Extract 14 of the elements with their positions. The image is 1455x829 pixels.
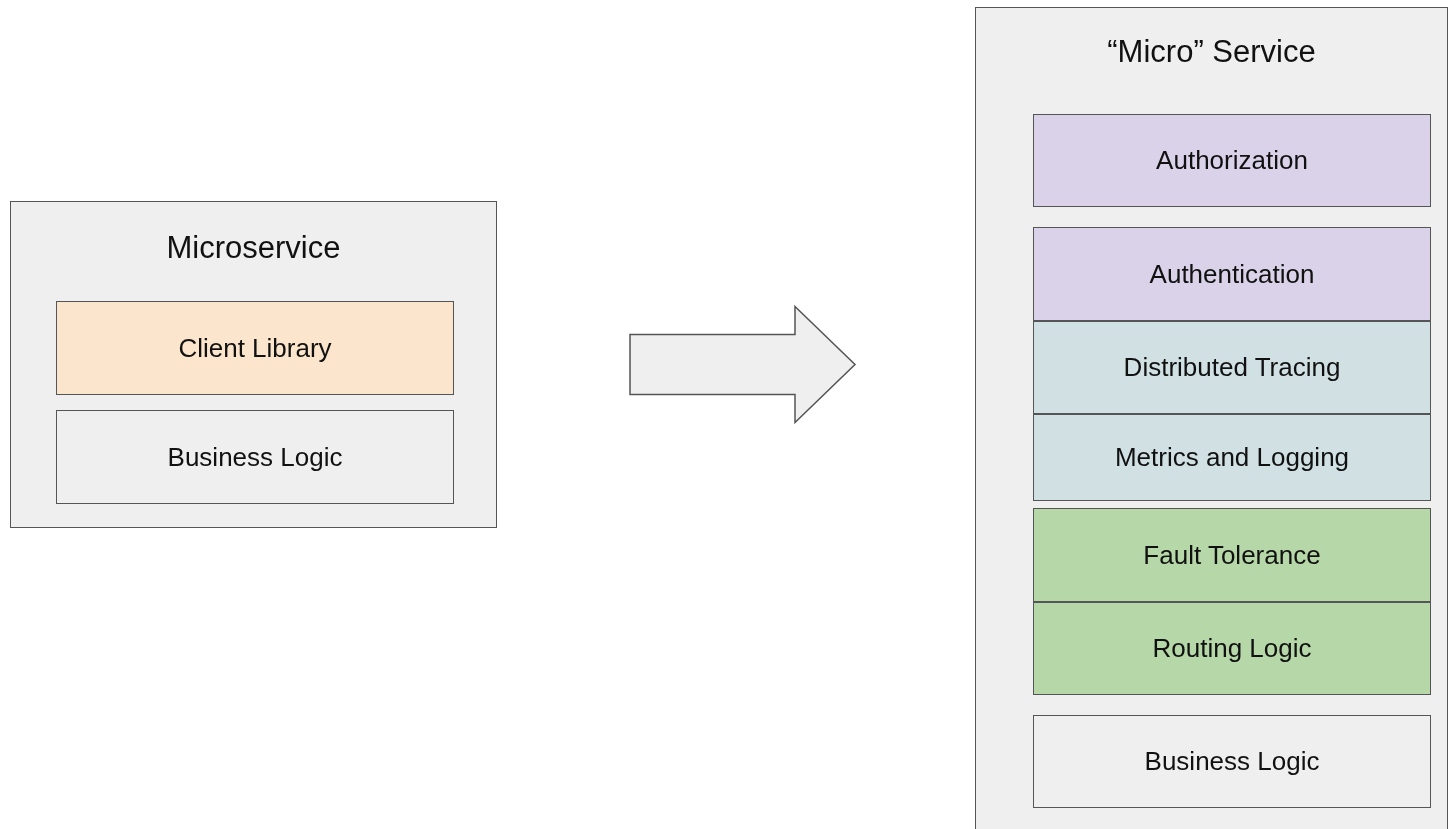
layer-box: Business Logic xyxy=(1033,715,1431,808)
block-arrow xyxy=(629,304,857,425)
layer-box: Client Library xyxy=(56,301,454,395)
layer-box: Authentication xyxy=(1033,227,1431,321)
layer-box: Fault Tolerance xyxy=(1033,508,1431,602)
container-title: “Micro” Service xyxy=(1107,34,1316,70)
layer-box: Distributed Tracing xyxy=(1033,321,1431,414)
layer-box: Business Logic xyxy=(56,410,454,504)
container-title: Microservice xyxy=(166,230,341,266)
service-container xyxy=(10,201,497,528)
service-container xyxy=(975,7,1448,829)
layer-box: Authorization xyxy=(1033,114,1431,207)
layer-box: Metrics and Logging xyxy=(1033,414,1431,501)
layer-box: Routing Logic xyxy=(1033,602,1431,695)
